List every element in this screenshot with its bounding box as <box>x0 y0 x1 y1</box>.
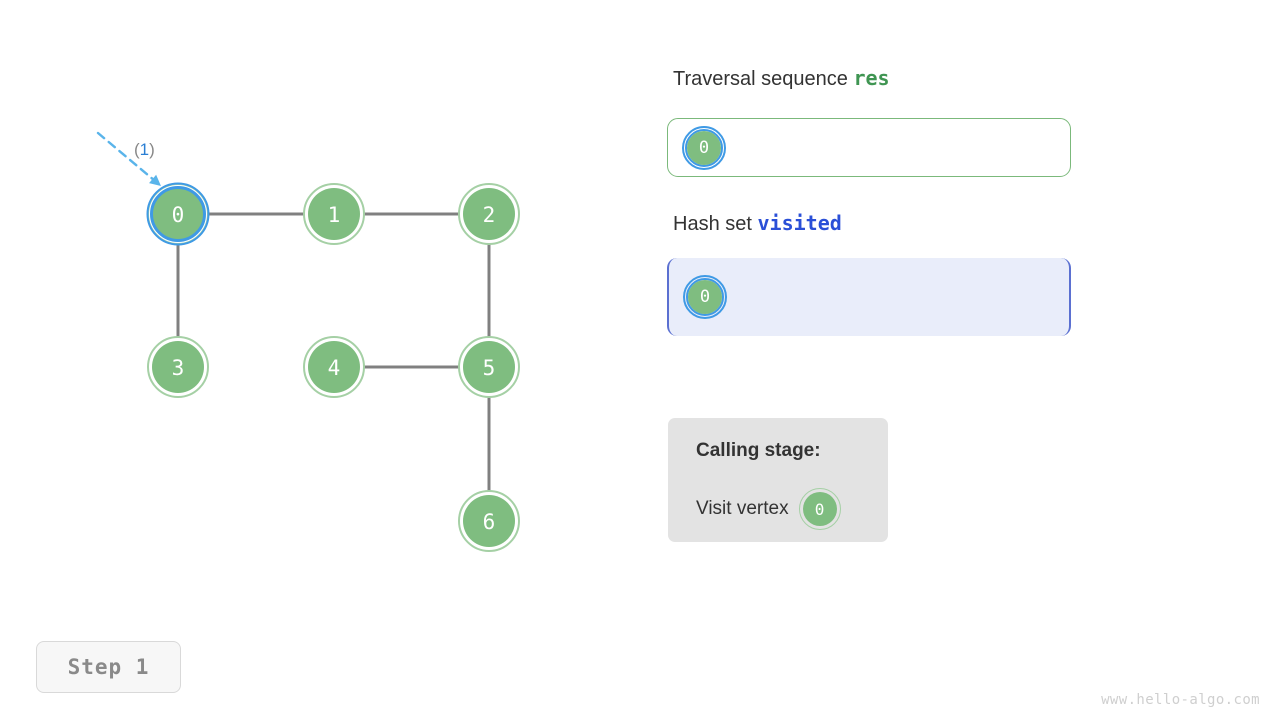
graph-node-ring <box>303 183 365 245</box>
graph-node-label: 2 <box>483 203 496 227</box>
res-caption-prefix: Traversal sequence <box>673 68 854 90</box>
pointer-arrowhead <box>149 174 161 186</box>
graph-svg: (1) 0 1 2 3 4 5 6 <box>96 131 520 552</box>
calling-stage-title: Calling stage: <box>696 440 821 461</box>
calling-stage-action: Visit vertex 0 <box>696 488 841 530</box>
visited-caption: Hash set visited <box>673 211 842 236</box>
pointer-index-label: (1) <box>134 140 155 159</box>
traversal-sequence-token-label: 0 <box>687 130 721 165</box>
graph-node-disc <box>463 341 515 393</box>
graph-node-5[interactable]: 5 <box>458 336 520 398</box>
graph-node-ring <box>458 490 520 552</box>
graph-diagram-panel: (1) 0 1 2 3 4 5 6 <box>0 0 640 620</box>
graph-node-4[interactable]: 4 <box>303 336 365 398</box>
graph-node-label: 1 <box>328 203 341 227</box>
visited-caption-code: visited <box>757 211 842 235</box>
graph-node-ring <box>458 183 520 245</box>
graph-node-disc <box>463 495 515 547</box>
graph-node-3[interactable]: 3 <box>147 336 209 398</box>
calling-stage-vertex-token: 0 <box>798 488 841 530</box>
pointer-dashed-arrow-line <box>96 131 154 181</box>
state-panel: Traversal sequence res 0 Hash set visite… <box>667 0 1227 720</box>
graph-node-2[interactable]: 2 <box>458 183 520 245</box>
vertex-token-label: 0 <box>802 492 837 526</box>
graph-node-label: 5 <box>483 356 496 380</box>
traversal-sequence-token-inner-ring <box>685 128 723 167</box>
graph-edge-layer <box>176 212 491 491</box>
graph-node-layer: 0 1 2 3 4 5 6 <box>146 182 520 552</box>
graph-node-6[interactable]: 6 <box>458 490 520 552</box>
graph-node-disc <box>463 188 515 240</box>
graph-node-ring <box>458 336 520 398</box>
visited-set-token-outer-ring <box>683 275 727 319</box>
graph-pointer-layer: (1) <box>96 131 161 186</box>
graph-node-label: 0 <box>172 203 185 227</box>
visited-caption-prefix: Hash set <box>673 213 758 235</box>
visited-set-token: 0 <box>683 275 727 319</box>
traversal-sequence-token-outer-ring <box>682 125 726 170</box>
graph-node-ring <box>303 336 365 398</box>
graph-node-disc <box>152 188 204 240</box>
graph-node-0[interactable]: 0 <box>146 182 210 246</box>
res-caption-code: res <box>853 66 890 90</box>
visited-set-token-inner-ring <box>686 278 724 316</box>
traversal-sequence-token: 0 <box>682 125 726 170</box>
visited-set-token-label: 0 <box>688 280 722 314</box>
graph-node-label: 3 <box>172 356 185 380</box>
graph-node-disc <box>308 341 360 393</box>
graph-node-label: 4 <box>328 356 341 380</box>
graph-node-highlight-inner-ring <box>150 186 206 242</box>
res-caption: Traversal sequence res <box>673 66 890 91</box>
visited-set-container: 0 <box>667 258 1071 336</box>
calling-stage-card: Calling stage: Visit vertex 0 <box>668 418 888 542</box>
traversal-sequence-container: 0 <box>667 118 1071 177</box>
watermark: www.hello-algo.com <box>1101 692 1260 708</box>
vertex-token-ring <box>798 488 841 530</box>
graph-node-disc <box>308 188 360 240</box>
visited-set-items: 0 <box>683 258 727 336</box>
graph-node-label: 6 <box>483 510 496 534</box>
graph-node-1[interactable]: 1 <box>303 183 365 245</box>
step-badge: Step 1 <box>36 641 181 693</box>
graph-node-disc <box>152 341 204 393</box>
graph-node-highlight-outer-ring <box>146 182 210 246</box>
graph-node-ring <box>147 336 209 398</box>
traversal-sequence-items: 0 <box>682 119 726 176</box>
calling-stage-action-text: Visit vertex <box>696 498 789 519</box>
